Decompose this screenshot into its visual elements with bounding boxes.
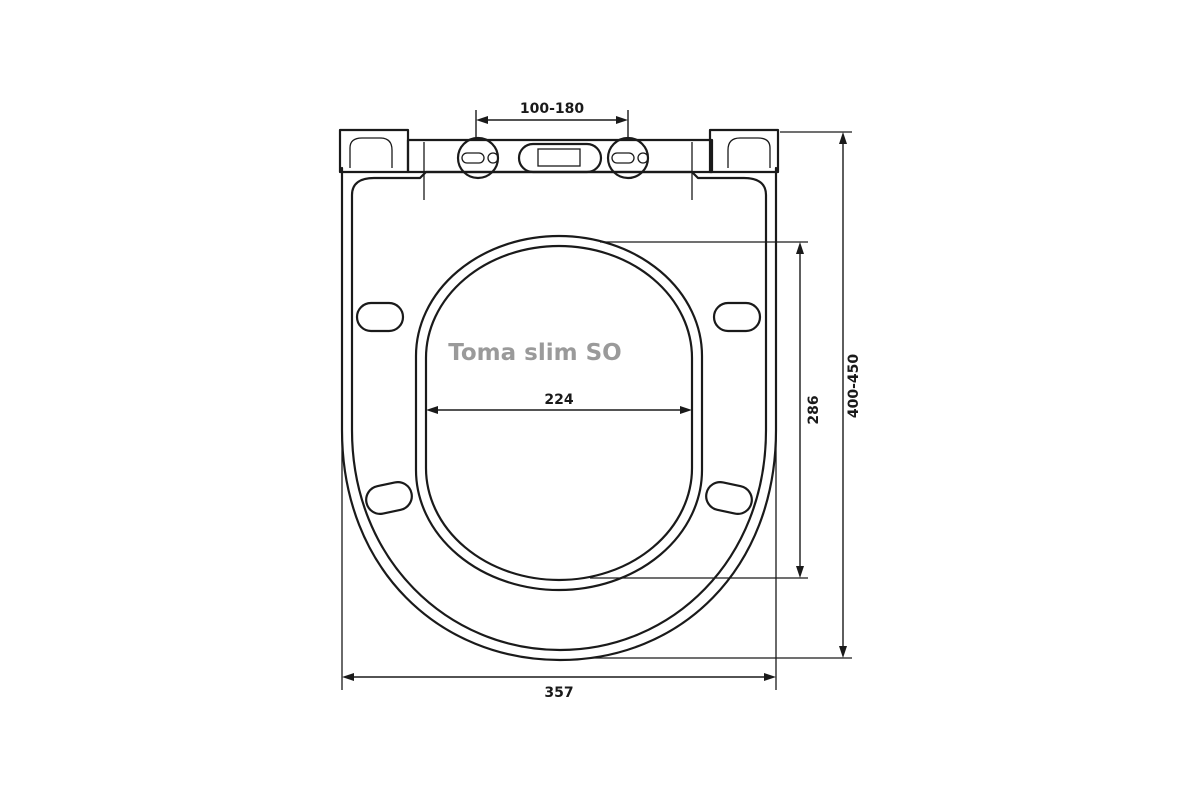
center-button (517, 142, 603, 174)
right-corner-block (708, 128, 780, 174)
opening-inner-ring (424, 244, 694, 582)
bumper-bottom-left (365, 481, 413, 515)
dim-hinge-spacing-label: 100-180 (520, 101, 585, 117)
dim-total-width-label: 357 (544, 685, 573, 701)
bumper-top-left (355, 301, 405, 333)
dim-inner-width-label: 224 (544, 392, 573, 408)
right-corner-inner (727, 137, 771, 168)
opening-outer-ring (414, 234, 704, 592)
model-name: Toma slim SO (448, 340, 621, 366)
seat-outer-outline (340, 166, 778, 662)
dim-total-length-label: 400-450 (846, 354, 862, 419)
dim-inner-length-label: 286 (806, 395, 822, 424)
left-hinge (456, 136, 500, 180)
bumper-top-right (712, 301, 762, 333)
left-corner-block (338, 128, 410, 174)
left-corner-inner (349, 137, 393, 168)
bumper-bottom-right (705, 481, 753, 515)
